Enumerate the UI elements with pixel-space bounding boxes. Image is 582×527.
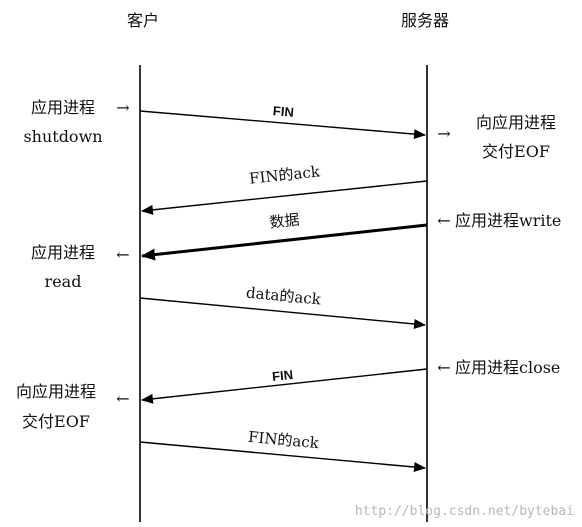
- message-label-fin-ack-server: FIN的ack: [248, 162, 321, 187]
- server-note-write: 应用进程write: [455, 211, 561, 230]
- message-arrow-fin-server: [141, 368, 428, 404]
- client-note-eof-line2: 交付EOF: [22, 412, 90, 431]
- left-arrow-icon: ←: [437, 358, 450, 377]
- client-note-eof-line1: 向应用进程: [16, 382, 96, 401]
- client-note-read-line1: 应用进程: [31, 243, 95, 262]
- message-label-data: 数据: [269, 211, 301, 232]
- client-note-shutdown-line2: shutdown: [23, 127, 102, 146]
- client-note-read-line2: read: [45, 272, 82, 291]
- watermark-url: http://blog.csdn.net/bytebai: [355, 504, 574, 519]
- server-note-close: 应用进程close: [455, 358, 560, 377]
- message-arrow-fin-ack-server: [141, 180, 428, 215]
- message-arrow-fin-client: [139, 110, 426, 140]
- message-arrow-data-ack: [139, 297, 426, 329]
- left-arrow-icon: ←: [437, 211, 450, 230]
- left-arrow-icon: ←: [116, 389, 129, 408]
- message-label-fin-server: FIN: [271, 367, 293, 384]
- message-arrow-fin-ack-client: [139, 441, 426, 472]
- right-arrow-icon: →: [437, 124, 450, 143]
- message-arrow-data: [141, 223, 428, 261]
- message-label-data-ack: data的ack: [245, 284, 322, 309]
- left-arrow-icon: ←: [116, 245, 129, 264]
- client-header: 客户: [127, 11, 159, 30]
- server-note-eof-line1: 向应用进程: [476, 113, 556, 132]
- message-label-fin-client: FIN: [272, 103, 294, 120]
- right-arrow-icon: →: [116, 98, 129, 117]
- message-label-fin-ack-client: FIN的ack: [247, 428, 320, 452]
- client-note-shutdown-line1: 应用进程: [31, 98, 95, 117]
- server-header: 服务器: [401, 11, 449, 30]
- server-note-eof-line2: 交付EOF: [482, 142, 550, 161]
